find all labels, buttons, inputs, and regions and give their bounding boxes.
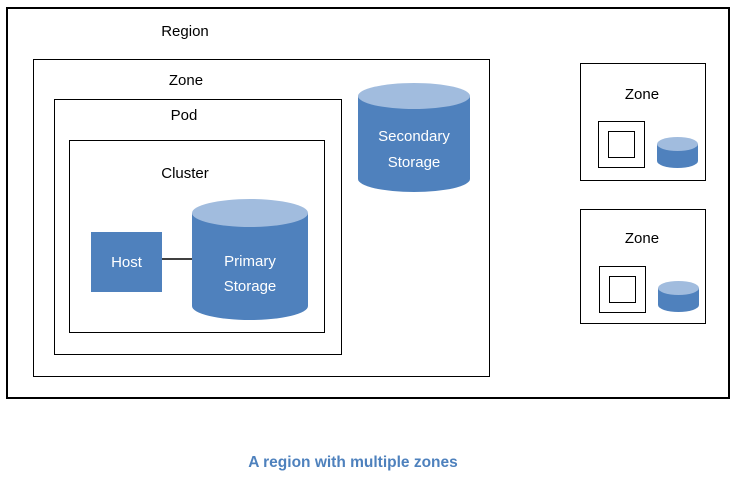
cluster-box (69, 140, 325, 333)
zone-label-right-1: Zone (624, 86, 660, 103)
figure-caption: A region with multiple zones (248, 454, 458, 471)
zone-box-right-2 (580, 209, 706, 324)
mini-storage-cylinder-icon (657, 137, 698, 173)
secondary-storage-cylinder-icon (358, 83, 470, 197)
cluster-label: Cluster (161, 165, 209, 182)
secondary-storage-label: Secondary Storage (378, 128, 450, 171)
primary-storage-cylinder-icon (192, 199, 308, 325)
zone-box-right-1 (580, 63, 706, 181)
zone-label-main: Zone (168, 72, 204, 89)
pod-box (54, 99, 342, 355)
host-box: Host (91, 232, 162, 292)
primary-storage-label: Primary Storage (223, 253, 277, 295)
zone-label-right-2: Zone (624, 230, 660, 247)
zone-box-main (33, 59, 490, 377)
host-label: Host (111, 253, 142, 271)
nested-squares-inner-icon (609, 276, 636, 303)
nested-squares-inner-icon (608, 131, 635, 158)
pod-label: Pod (170, 107, 198, 124)
region-box (6, 7, 730, 399)
region-label: Region (161, 23, 209, 40)
mini-storage-cylinder-icon (658, 281, 699, 317)
host-storage-connector-line (162, 258, 192, 260)
